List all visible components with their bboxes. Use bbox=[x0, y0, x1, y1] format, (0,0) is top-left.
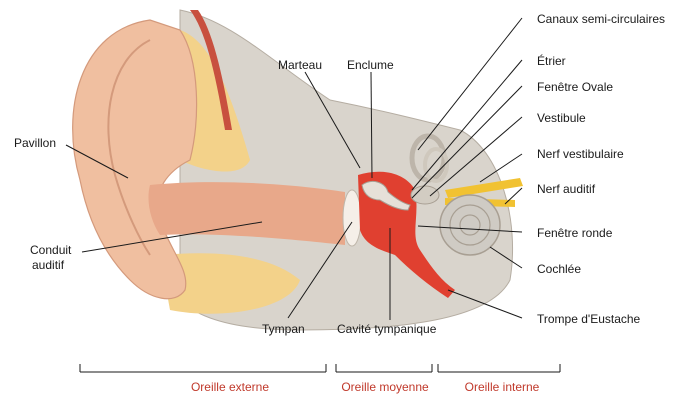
label-nerf-vestibulaire: Nerf vestibulaire bbox=[537, 147, 624, 161]
label-enclume: Enclume bbox=[347, 58, 394, 72]
label-fenetre-ronde: Fenêtre ronde bbox=[537, 226, 612, 240]
section-label-externe: Oreille externe bbox=[170, 380, 290, 394]
label-cochlee: Cochlée bbox=[537, 262, 581, 276]
label-nerf-auditif: Nerf auditif bbox=[537, 182, 595, 196]
eardrum bbox=[343, 190, 361, 246]
label-pavillon: Pavillon bbox=[14, 136, 56, 150]
label-trompe: Trompe d'Eustache bbox=[537, 312, 640, 326]
label-conduit-line1: Conduit bbox=[30, 243, 71, 257]
label-vestibule: Vestibule bbox=[537, 111, 586, 125]
label-cavite: Cavité tympanique bbox=[337, 322, 436, 336]
label-fenetre-ovale: Fenêtre Ovale bbox=[537, 80, 613, 94]
label-marteau: Marteau bbox=[278, 58, 322, 72]
section-label-interne: Oreille interne bbox=[452, 380, 552, 394]
label-etrier: Étrier bbox=[537, 54, 566, 68]
label-tympan: Tympan bbox=[262, 322, 305, 336]
label-canaux: Canaux semi-circulaires bbox=[537, 12, 665, 26]
section-brackets bbox=[80, 364, 560, 372]
section-label-moyenne: Oreille moyenne bbox=[330, 380, 440, 394]
label-conduit-line2: auditif bbox=[32, 258, 64, 272]
cochlea-shape bbox=[440, 195, 500, 255]
